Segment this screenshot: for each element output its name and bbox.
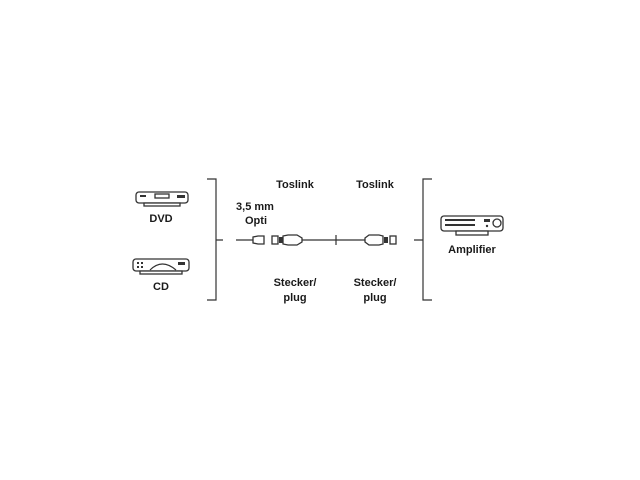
dvd-player-icon [135, 191, 189, 207]
cd-label: CD [153, 281, 169, 293]
dvd-label: DVD [149, 213, 172, 225]
plug-label-left-de: Stecker/ [274, 277, 317, 289]
optical-cable-icon [236, 234, 397, 246]
plug-label-right-en: plug [363, 292, 386, 304]
toslink-label-right: Toslink [356, 179, 395, 191]
toslink-label-left: Toslink [276, 179, 315, 191]
left-bracket [207, 178, 223, 301]
jack-subtype-label: Opti [245, 215, 267, 227]
right-bracket [414, 178, 432, 301]
cd-player-icon [132, 258, 190, 275]
plug-label-left-en: plug [283, 292, 306, 304]
plug-label-right-de: Stecker/ [354, 277, 397, 289]
amplifier-icon [440, 215, 504, 236]
jack-type-label: 3,5 mm [236, 201, 274, 213]
amplifier-label: Amplifier [448, 244, 496, 256]
